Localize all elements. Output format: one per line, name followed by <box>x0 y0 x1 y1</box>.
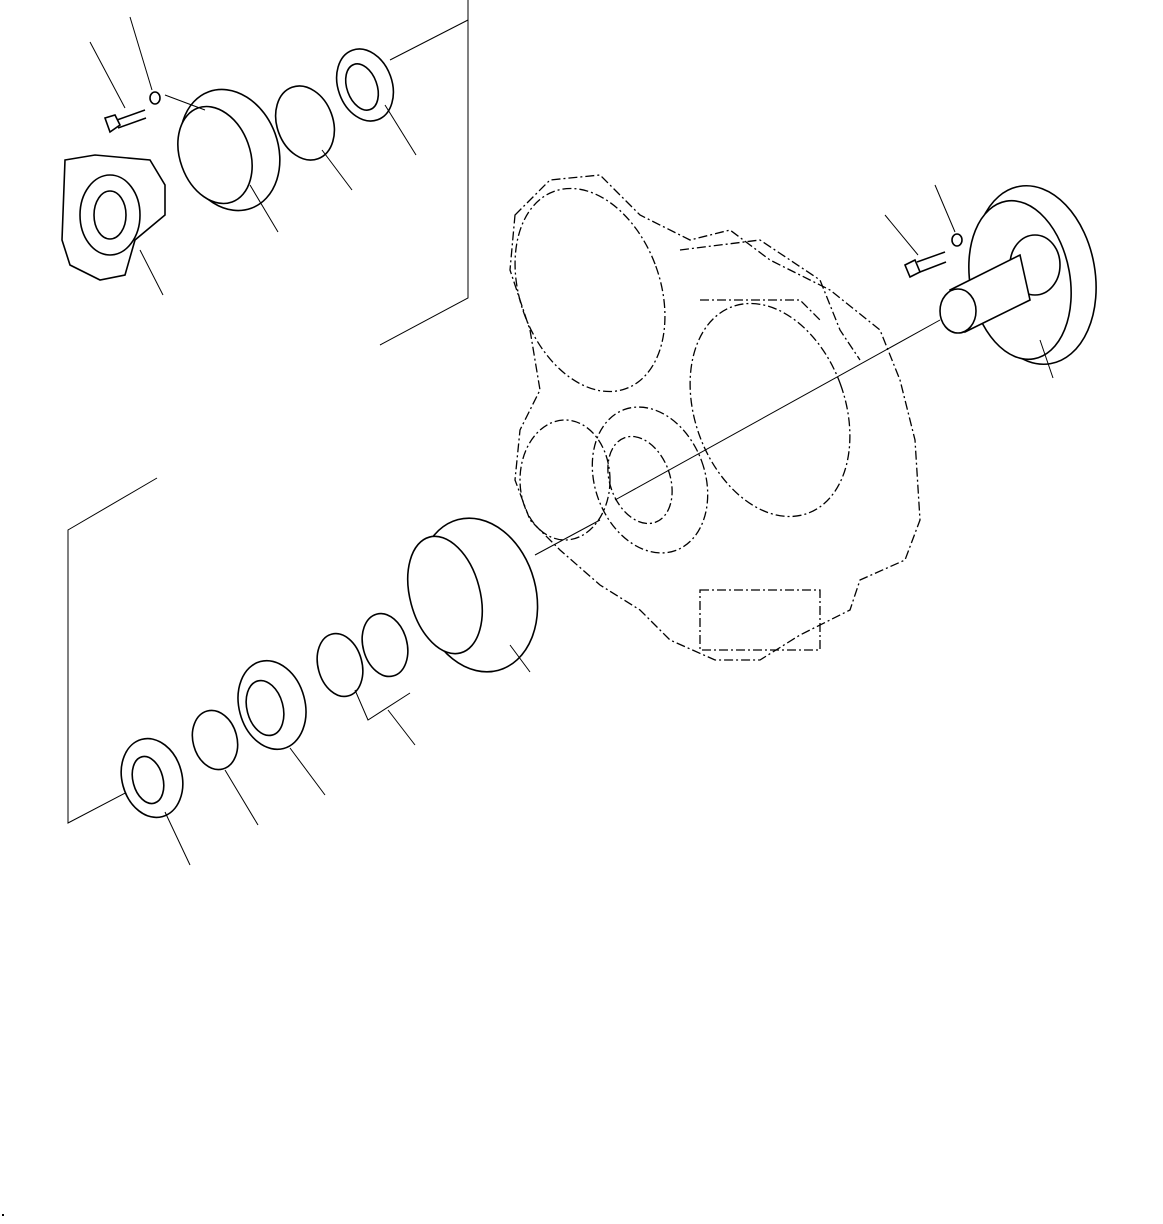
shim-2 <box>316 632 364 698</box>
bolt <box>103 109 147 134</box>
oil-seal-bottom <box>120 737 184 819</box>
group-frame-top <box>379 0 469 346</box>
o-ring <box>274 85 336 161</box>
group-frame-bottom <box>67 477 158 824</box>
output-gear-shaft <box>939 184 1097 366</box>
bearing-cup <box>406 517 539 673</box>
bolt-right <box>903 251 947 279</box>
flange-yoke <box>61 154 166 281</box>
bearing-retainer <box>177 88 281 212</box>
oil-seal-top <box>335 48 395 122</box>
leader-lines-top <box>89 16 469 296</box>
leader-lines-right <box>614 184 1054 501</box>
ball-bearing <box>237 659 307 751</box>
transmission-housing <box>509 174 921 661</box>
snap-ring <box>191 709 239 771</box>
corner-mark <box>2 1214 4 1216</box>
washer-right <box>951 233 963 247</box>
shim-1 <box>361 612 409 678</box>
leader-lines-bottom <box>164 519 601 866</box>
washer <box>149 91 161 105</box>
